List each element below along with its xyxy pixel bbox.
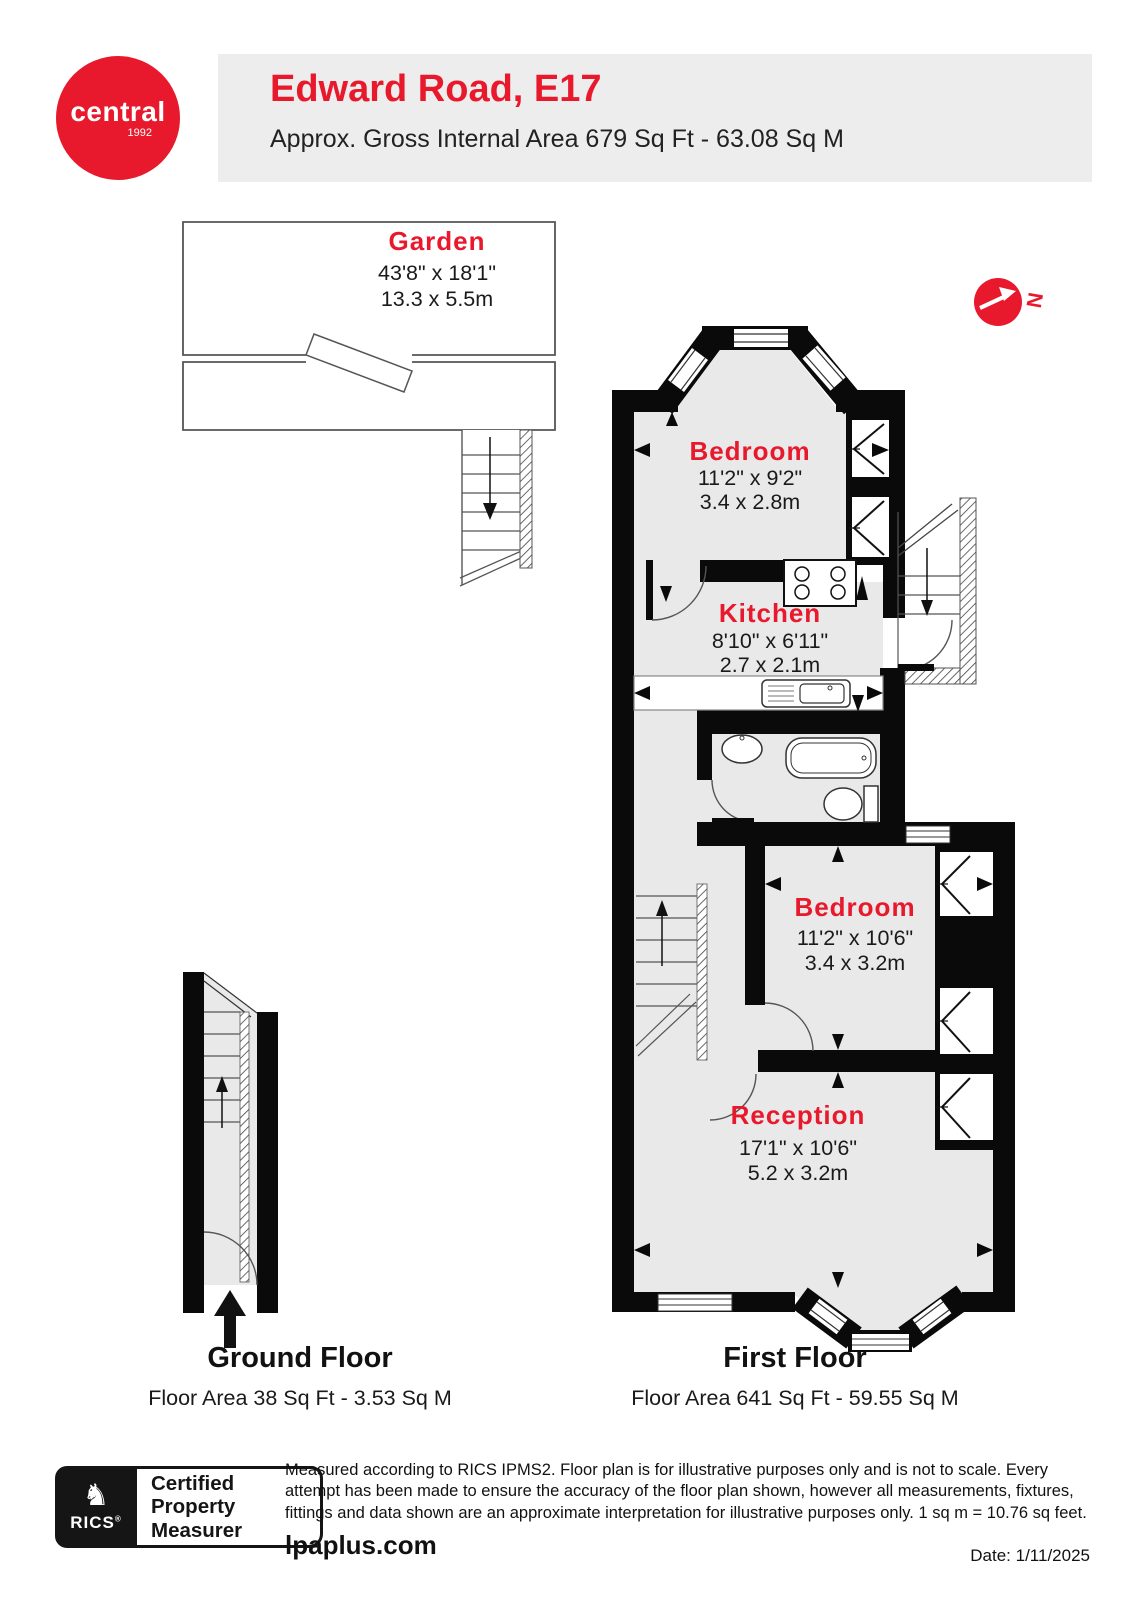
bedroom2-label: Bedroom [794, 892, 916, 922]
rics-line1: Certified [151, 1471, 235, 1495]
bedroom2-dims-ft: 11'2" x 10'6" [796, 926, 914, 950]
measure-markers [634, 412, 993, 1288]
website-link[interactable]: lpaplus.com [285, 1530, 437, 1560]
kitchen-hob [783, 559, 857, 607]
doors [651, 565, 953, 1121]
disclaimer-text: Measured according to RICS IPMS2. Floor … [285, 1461, 1087, 1522]
central-logo-year: 1992 [127, 126, 152, 139]
first-floor-title: First Floor [723, 1342, 867, 1374]
first-floor-plan [612, 326, 1015, 1352]
kitchen-dims-m: 2.7 x 2.1m [719, 653, 821, 677]
rics-line3: Measurer [151, 1518, 243, 1542]
first-floor-area: Floor Area 641 Sq Ft - 59.55 Sq M [631, 1386, 959, 1410]
kitchen-label: Kitchen [718, 598, 822, 628]
page-title: Edward Road, E17 [270, 68, 602, 110]
ground-floor-area: Floor Area 38 Sq Ft - 3.53 Sq M [148, 1386, 452, 1410]
rics-line2: Property [151, 1495, 236, 1519]
kitchen-dims-ft: 8'10" x 6'11" [711, 629, 829, 653]
rics-badge-text: Certified Property Measurer [137, 1466, 323, 1548]
bedroom2-dims-m: 3.4 x 3.2m [804, 951, 906, 975]
ground-floor-plan [183, 972, 278, 1348]
bedroom1-dims-ft: 11'2" x 9'2" [697, 466, 803, 490]
garden-plan [182, 221, 556, 587]
reception-dims-ft: 17'1" x 10'6" [739, 1136, 857, 1160]
bathroom-fixtures [721, 734, 879, 823]
north-arrow-icon [979, 287, 1016, 310]
garden-dims-m: 13.3 x 5.5m [380, 287, 494, 311]
garden-dims-ft: 43'8" x 18'1" [378, 261, 496, 285]
kitchen-counter [633, 675, 884, 711]
garden-label: Garden [388, 226, 486, 256]
rics-lion-icon: ♞ [82, 1479, 110, 1512]
entry-arrow-icon [214, 1290, 246, 1348]
rics-org-label: RICS® [70, 1513, 122, 1532]
bedroom1-label: Bedroom [689, 436, 811, 466]
reception-label: Reception [730, 1100, 866, 1130]
central-logo: central 1992 [56, 56, 180, 180]
date-stamp: Date: 1/11/2025 [970, 1546, 1090, 1565]
rics-badge-emblem: ♞ RICS® [55, 1466, 137, 1548]
external-stairs [897, 497, 977, 685]
central-logo-text: central [70, 95, 166, 127]
title-background [218, 54, 1092, 182]
compass-circle [974, 278, 1022, 326]
rics-badge: ♞ RICS® Certified Property Measurer [55, 1466, 323, 1548]
page-subtitle: Approx. Gross Internal Area 679 Sq Ft - … [270, 125, 844, 153]
ground-floor-title: Ground Floor [207, 1342, 393, 1374]
garden-stairs [459, 429, 533, 587]
bedroom1-dims-m: 3.4 x 2.8m [699, 490, 801, 514]
north-compass [974, 278, 1022, 326]
internal-stairs [635, 883, 708, 1061]
reception-dims-m: 5.2 x 3.2m [747, 1161, 849, 1185]
